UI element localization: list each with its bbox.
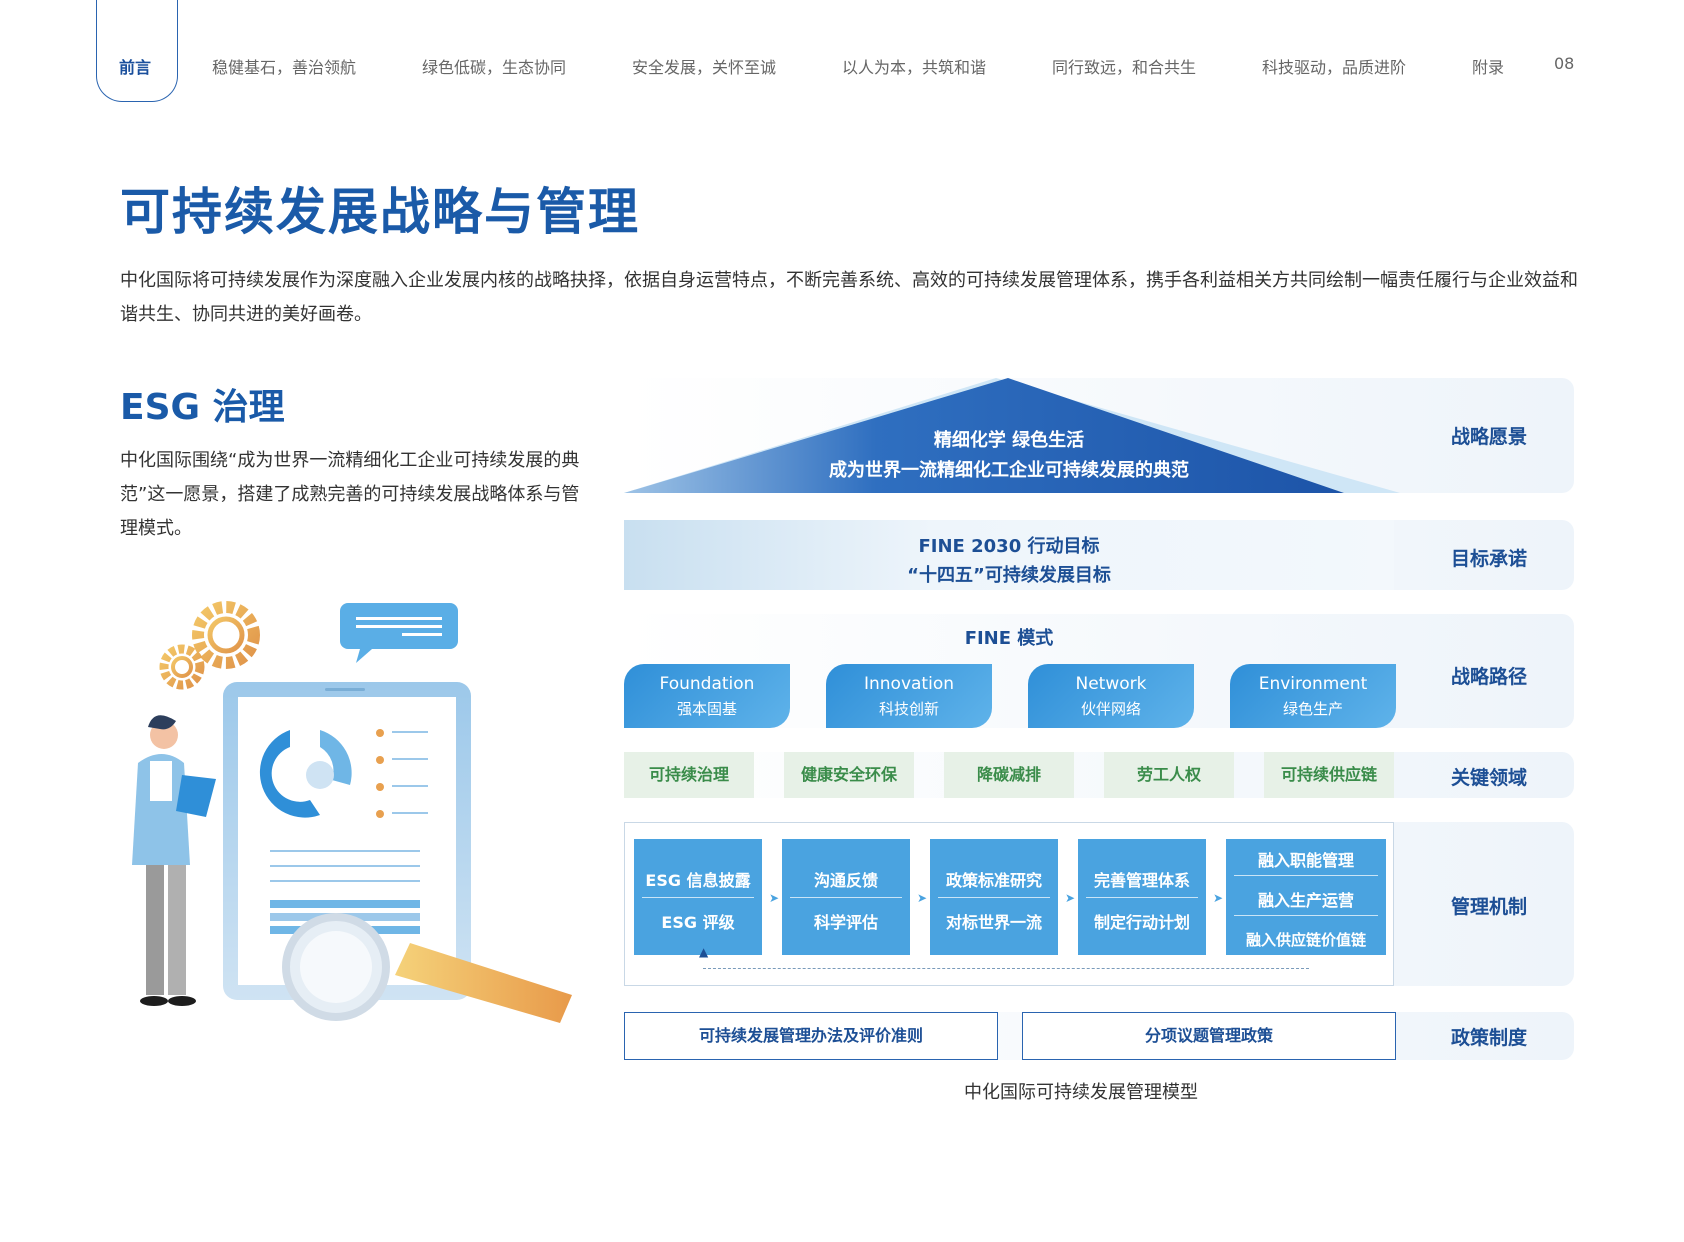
page-number: 08 [1554, 54, 1575, 73]
tablet-icon [223, 682, 471, 1000]
pillar-environment: Environment 绿色生产 [1230, 664, 1396, 728]
magnifier-icon [282, 913, 572, 1023]
label-strategic-vision: 战略愿景 [1450, 426, 1527, 448]
top-navigation: 前言 稳健基石，善治领航 绿色低碳，生态协同 安全发展，关怀至诚 以人为本，共筑… [0, 0, 1684, 110]
fine-mode-title: FINE 模式 [964, 628, 1054, 649]
goals-band [624, 520, 1394, 590]
mechanism-text: ESG 评级 [661, 913, 735, 932]
arrow-right-icon: ➤ [917, 891, 928, 905]
mechanism-text: 科学评估 [813, 913, 878, 932]
arrow-right-icon: ➤ [1213, 891, 1224, 905]
mechanism-divider [1234, 915, 1378, 916]
mechanism-divider [938, 897, 1050, 898]
mechanism-text: 制定行动计划 [1093, 913, 1190, 932]
pillar-en: Network [1075, 674, 1147, 694]
vision-line-1: 精细化学 绿色生活 [933, 430, 1085, 451]
nav-item-people[interactable]: 以人为本，共筑和谐 [842, 58, 987, 77]
nav-active-tab-frame [96, 0, 178, 102]
pillar-cn: 强本固基 [676, 700, 737, 718]
mechanism-text: 对标世界一流 [945, 913, 1042, 932]
mechanism-box-system: 完善管理体系 制定行动计划 [1078, 839, 1206, 955]
domain-governance: 可持续治理 [624, 752, 754, 798]
mechanism-divider [1086, 897, 1198, 898]
nav-item-governance[interactable]: 稳健基石，善治领航 [212, 58, 357, 77]
diagram-caption: 中化国际可持续发展管理模型 [964, 1082, 1198, 1103]
pillar-en: Environment [1258, 674, 1368, 694]
mechanism-box-integration: 融入职能管理 融入生产运营 融入供应链价值链 [1226, 839, 1386, 955]
nav-item-appendix[interactable]: 附录 [1472, 58, 1505, 77]
label-goal-commitment: 目标承诺 [1450, 548, 1527, 570]
mechanism-text: 完善管理体系 [1093, 871, 1190, 890]
label-mechanism: 管理机制 [1450, 896, 1527, 918]
pillar-foundation: Foundation 强本固基 [624, 664, 790, 728]
section-paragraph: 中化国际围绕“成为世界一流精细化工企业可持续发展的典范”这一愿景，搭建了成熟完善… [120, 450, 580, 539]
mechanism-text: 沟通反馈 [813, 871, 878, 890]
mechanism-box-disclosure: ESG 信息披露 ESG 评级 [634, 839, 762, 955]
policy-topic-management: 分项议题管理政策 [1022, 1012, 1396, 1060]
label-key-domains: 关键领域 [1450, 767, 1527, 789]
arrow-up-icon: ▲ [699, 945, 709, 959]
mechanism-text: 融入生产运营 [1257, 891, 1354, 910]
pillar-en: Innovation [863, 674, 954, 694]
mechanism-text: ESG 信息披露 [645, 871, 751, 890]
intro-paragraph: 中化国际将可持续发展作为深度融入企业发展内核的战略抉择，依据自身运营特点，不断完… [120, 270, 1578, 325]
arrow-right-icon: ➤ [1065, 891, 1076, 905]
vision-triangle [624, 378, 1400, 493]
layer-domains-bg [624, 752, 1574, 798]
pillar-network: Network 伙伴网络 [1028, 664, 1194, 728]
chat-bubble-icon [340, 603, 458, 663]
feedback-loop-line [703, 957, 1309, 969]
label-strategic-path: 战略路径 [1450, 666, 1527, 688]
mechanism-box-feedback: 沟通反馈 科学评估 [782, 839, 910, 955]
person-figure [132, 715, 216, 1006]
mechanism-frame: ESG 信息披露 ESG 评级 ➤ 沟通反馈 科学评估 ➤ 政策标准研究 对标世… [624, 822, 1394, 986]
pillar-cn: 绿色生产 [1282, 700, 1343, 718]
policy-evaluation-rules: 可持续发展管理办法及评价准则 [624, 1012, 998, 1060]
nav-item-green[interactable]: 绿色低碳，生态协同 [422, 58, 567, 77]
goals-line-2: “十四五”可持续发展目标 [907, 565, 1111, 586]
pillar-innovation: Innovation 科技创新 [826, 664, 992, 728]
section-title: ESG 治理 [120, 387, 285, 428]
mechanism-text: 融入职能管理 [1257, 851, 1354, 870]
goals-line-1: FINE 2030 行动目标 [918, 536, 1100, 557]
mechanism-text: 融入供应链价值链 [1245, 931, 1366, 949]
gear-icon [159, 601, 260, 690]
page-title: 可持续发展战略与管理 [120, 183, 640, 241]
domain-supply-chain: 可持续供应链 [1264, 752, 1394, 798]
pillar-cn: 伙伴网络 [1080, 700, 1141, 718]
arrow-right-icon: ➤ [769, 891, 780, 905]
label-policy: 政策制度 [1450, 1027, 1527, 1049]
pillar-en: Foundation [659, 674, 755, 694]
nav-item-technology[interactable]: 科技驱动，品质进阶 [1262, 58, 1407, 77]
mechanism-divider [642, 897, 754, 898]
nav-item-partners[interactable]: 同行致远，和合共生 [1052, 58, 1197, 77]
nav-item-preface[interactable]: 前言 [119, 58, 152, 77]
mechanism-divider [790, 897, 902, 898]
domain-carbon: 降碳减排 [944, 752, 1074, 798]
nav-item-safety[interactable]: 安全发展，关怀至诚 [632, 58, 777, 77]
pillar-cn: 科技创新 [878, 700, 939, 718]
mechanism-divider [1234, 875, 1378, 876]
domain-hse: 健康安全环保 [784, 752, 914, 798]
domain-labor: 劳工人权 [1104, 752, 1234, 798]
esg-illustration [132, 601, 572, 1023]
vision-line-2: 成为世界一流精细化工企业可持续发展的典范 [829, 460, 1189, 481]
mechanism-text: 政策标准研究 [945, 871, 1042, 890]
mechanism-box-policy-research: 政策标准研究 对标世界一流 [930, 839, 1058, 955]
management-model-diagram: 精细化学 绿色生活 成为世界一流精细化工企业可持续发展的典范 战略愿景 FINE… [624, 378, 1574, 1103]
